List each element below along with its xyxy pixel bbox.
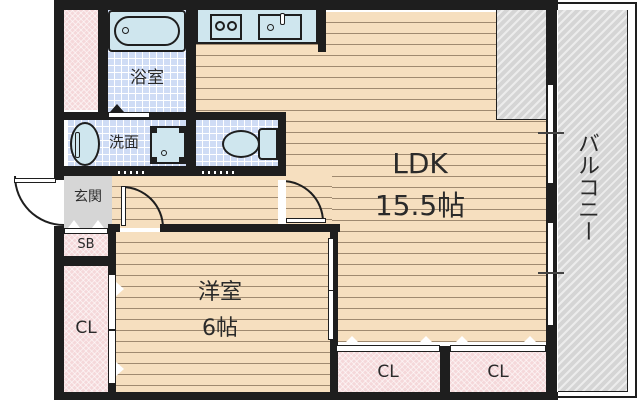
- door-arrow-icon: [92, 220, 104, 228]
- door-arrow-icon: [116, 362, 124, 376]
- closet-west-door-lower[interactable]: [108, 330, 116, 384]
- bathroom-label: 浴室: [130, 68, 164, 88]
- toilet-door-rail[interactable]: [198, 171, 234, 174]
- wall-bottom: [54, 392, 558, 400]
- closet-west: [64, 266, 108, 392]
- closet-south-1-label: CL: [377, 362, 399, 382]
- door-arrow-icon: [68, 220, 80, 228]
- ldk-label: LDK: [392, 147, 448, 180]
- door-arrow-icon: [116, 282, 124, 296]
- closet-west-label: CL: [75, 318, 97, 338]
- washroom-door-rail[interactable]: [114, 171, 148, 174]
- entrance-floor: [64, 176, 112, 228]
- shoe-box: [64, 234, 108, 256]
- door-arrow-icon: [522, 336, 538, 344]
- closet-south-1: [336, 352, 440, 392]
- ldk-door-opening: [278, 180, 286, 224]
- toilet: [222, 130, 260, 158]
- wall-bath-kitchen: [186, 0, 196, 176]
- closet-south-2: [450, 352, 546, 392]
- door-arrow-icon: [418, 336, 434, 344]
- closet-south-2-label: CL: [487, 362, 509, 382]
- western-room-window-lower[interactable]: [328, 290, 334, 340]
- closet-west-door-upper[interactable]: [108, 274, 116, 330]
- wall-left-upper: [54, 0, 64, 180]
- bathtub: [108, 10, 186, 52]
- door-arrow-icon: [454, 336, 470, 344]
- window-crosshair-icon: [538, 132, 564, 134]
- western-room-window-upper[interactable]: [328, 238, 334, 292]
- wall-storage-bath: [98, 0, 108, 120]
- door-arrow-icon: [344, 336, 360, 344]
- wall-closet-south-divider: [440, 346, 450, 392]
- washbasin: [70, 122, 100, 166]
- wall-western-top: [160, 224, 340, 232]
- western-room-floor: [116, 232, 330, 392]
- kitchen-counter: [196, 10, 318, 44]
- wall-toilet-top: [186, 112, 286, 120]
- wall-toilet-right: [278, 112, 286, 176]
- balcony-window-lower[interactable]: [547, 222, 554, 326]
- entrance-door[interactable]: [14, 176, 64, 226]
- toilet-tank: [258, 128, 278, 160]
- shoe-box-label: SB: [77, 237, 95, 252]
- wall-kitchen-end: [318, 0, 326, 52]
- washroom-label: 洗面: [108, 133, 139, 151]
- fridge-space: [496, 10, 548, 120]
- entrance-label: 玄関: [74, 189, 102, 205]
- washing-machine-pan: [150, 126, 186, 164]
- western-room-door-leaf: [121, 186, 126, 226]
- ldk-door-leaf: [286, 218, 326, 223]
- balcony-window-upper[interactable]: [547, 84, 554, 184]
- door-arrow-icon: [110, 104, 124, 112]
- wall-wash-bottom: [64, 166, 286, 176]
- bathtub-drain-icon: [122, 27, 129, 34]
- entrance-door-leaf: [14, 178, 56, 183]
- window-crosshair-icon: [538, 272, 564, 274]
- wall-right: [546, 0, 556, 400]
- western-room-size-label: 6帖: [202, 316, 238, 341]
- wall-top: [54, 0, 558, 10]
- closet-south-1-door[interactable]: [336, 345, 440, 352]
- balcony-label: バルコニー: [574, 132, 599, 242]
- storage-top-left: [64, 10, 98, 110]
- wall-left-lower: [54, 226, 64, 400]
- bathtub-basin-icon: [114, 16, 180, 46]
- wall-western-right: [330, 232, 338, 392]
- balcony-floor: [558, 10, 628, 392]
- wall-sb-divider: [64, 256, 108, 266]
- entrance-step: [64, 228, 108, 234]
- western-room-label: 洋室: [197, 280, 242, 305]
- bathroom-door[interactable]: [108, 112, 150, 118]
- stove-icon: [210, 14, 242, 40]
- ldk-size-label: 15.5帖: [374, 189, 466, 222]
- closet-south-2-door[interactable]: [450, 345, 546, 352]
- sink-icon: [258, 13, 302, 40]
